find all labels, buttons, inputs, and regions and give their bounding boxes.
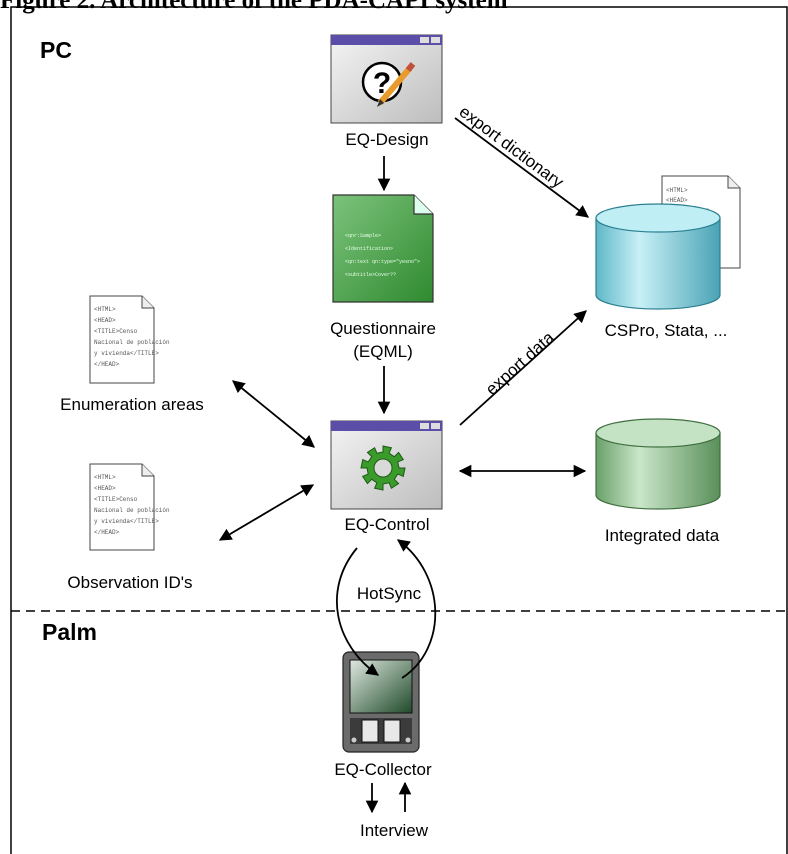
doc-snippet-line: <HTML> bbox=[94, 306, 116, 313]
doc-snippet-line: Nacional de población bbox=[94, 507, 170, 514]
enumeration-areas-label: Enumeration areas bbox=[60, 395, 204, 414]
hotsync-label: HotSync bbox=[357, 584, 422, 603]
doc-snippet-line: <HEAD> bbox=[94, 485, 116, 492]
arrow-hotsync-down bbox=[335, 547, 380, 676]
integrated-data-label: Integrated data bbox=[605, 526, 720, 545]
zone-label-palm: Palm bbox=[42, 619, 97, 645]
doc-snippet-line: </HEAD> bbox=[94, 361, 120, 368]
observation-ids-label: Observation ID's bbox=[67, 573, 192, 592]
gear-hole bbox=[373, 458, 393, 478]
eq-design-label: EQ-Design bbox=[345, 130, 428, 149]
doc-snippet-line: <HTML> bbox=[94, 474, 116, 481]
palm-device-icon bbox=[342, 651, 420, 753]
export-data-label: export data bbox=[482, 328, 558, 399]
eq-collector-label: EQ-Collector bbox=[334, 760, 432, 779]
doc-snippet-line: <HEAD> bbox=[666, 197, 688, 204]
eq-control-label: EQ-Control bbox=[344, 515, 429, 534]
eq-control-window-icon bbox=[330, 420, 443, 510]
arrow-export-dictionary bbox=[454, 117, 590, 218]
eq-design-window-icon: ? bbox=[330, 34, 443, 124]
doc-snippet-line: Nacional de población bbox=[94, 339, 170, 346]
interview-label: Interview bbox=[360, 821, 429, 840]
doc-snippet-line: <qn:text qn:type="yesno"> bbox=[345, 259, 420, 265]
arrow-export-data bbox=[459, 310, 587, 426]
questionnaire-label: Questionnaire bbox=[330, 319, 436, 338]
arrow-enumeration-control bbox=[232, 380, 315, 448]
doc-snippet-line: <TITLE>Censo bbox=[94, 496, 138, 503]
zone-label-pc: PC bbox=[40, 37, 72, 63]
doc-snippet-line: <qnr:Sample> bbox=[345, 233, 381, 239]
integrated-data-database-icon bbox=[595, 418, 721, 510]
arrow-hotsync-up bbox=[396, 539, 437, 679]
cspro-database-icon bbox=[595, 203, 721, 310]
export-dictionary-label: export dictionary bbox=[456, 102, 568, 192]
doc-snippet-line: <TITLE>Censo bbox=[94, 328, 138, 335]
doc-snippet-line: y vivienda</TITLE> bbox=[94, 350, 159, 357]
cspro-label: CSPro, Stata, ... bbox=[605, 321, 728, 340]
doc-snippet-line: </HEAD> bbox=[94, 529, 120, 536]
arrow-observation-control bbox=[218, 484, 315, 541]
doc-snippet-line: <HEAD> bbox=[94, 317, 116, 324]
figure-frame bbox=[10, 6, 788, 854]
eqml-document-icon: <qnr:Sample> <Identification> <qn:text qn:… bbox=[332, 194, 434, 303]
eqml-label: (EQML) bbox=[353, 342, 413, 361]
doc-snippet-line: <Identification> bbox=[345, 246, 393, 252]
gear-icon bbox=[360, 445, 406, 491]
doc-snippet-line: <HTML> bbox=[666, 187, 688, 194]
doc-snippet-line: <subtitle>Cover?? bbox=[345, 272, 396, 278]
doc-snippet-line: y vivienda</TITLE> bbox=[94, 518, 159, 525]
pencil-icon bbox=[377, 62, 416, 107]
